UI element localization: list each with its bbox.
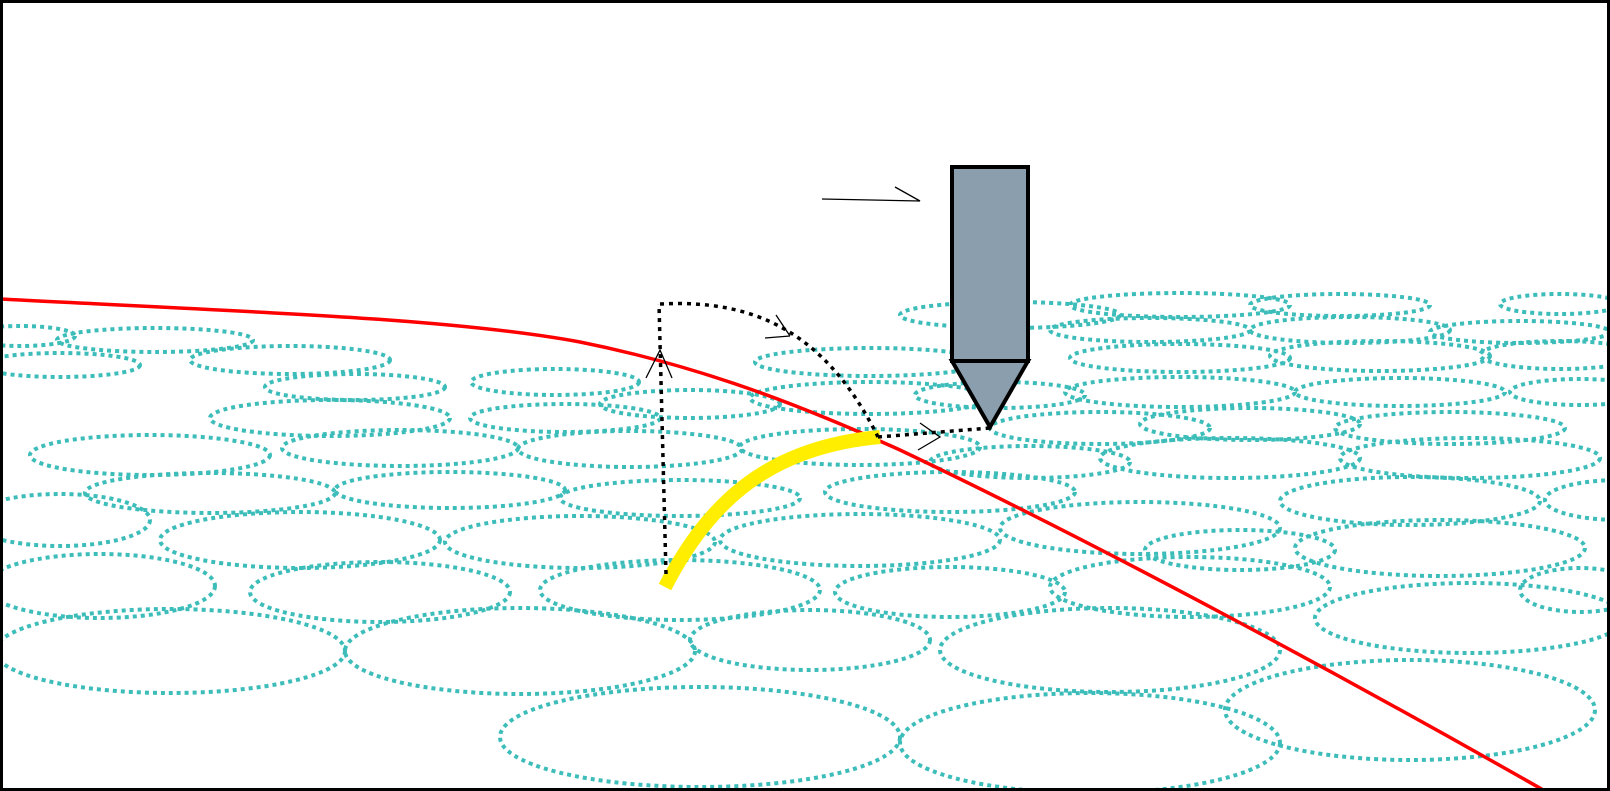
arc-arrowhead xyxy=(764,314,791,339)
cell-outline xyxy=(1543,478,1610,522)
cell-outline xyxy=(158,510,442,570)
cell-outline xyxy=(263,372,447,402)
needle-trajectory xyxy=(658,430,881,591)
cell-outline xyxy=(1223,658,1597,762)
horizontal-arrowhead xyxy=(917,422,942,451)
cell-outline xyxy=(718,512,1002,568)
surface-curve xyxy=(0,297,1546,791)
cell-outline xyxy=(833,565,1067,619)
cell-outline xyxy=(1138,406,1362,442)
cell-outline xyxy=(468,402,662,434)
cell-outline xyxy=(598,388,782,420)
cell-outline xyxy=(516,429,744,469)
cell-outline xyxy=(1498,292,1610,316)
cell-outline xyxy=(1248,315,1452,345)
cell-outline xyxy=(938,606,1282,694)
cell-outline xyxy=(1268,339,1492,373)
arc-guide-line xyxy=(659,301,880,438)
cell-outline xyxy=(208,398,452,438)
cell-outline xyxy=(738,427,982,467)
cell-outline xyxy=(343,606,697,696)
thin-marks xyxy=(645,186,942,451)
cell-outline xyxy=(1098,436,1362,480)
cell-outline xyxy=(898,691,1282,791)
cell-outline xyxy=(0,552,217,620)
cell-outline xyxy=(280,428,520,468)
cell-outline xyxy=(1293,518,1587,578)
cell-outline xyxy=(913,380,1087,410)
cell-outline xyxy=(1063,375,1297,409)
cell-outline xyxy=(443,514,717,570)
cell-outline xyxy=(333,470,567,510)
cell-outline xyxy=(469,367,641,397)
cell-outline xyxy=(0,607,347,695)
cell-outline xyxy=(28,433,272,477)
cell-outline xyxy=(1293,376,1507,408)
cell-outline xyxy=(1048,316,1252,344)
cell-outline xyxy=(1333,410,1567,446)
cell-outline xyxy=(498,685,902,789)
cell-layer xyxy=(0,291,1610,791)
cell-outline xyxy=(1518,566,1610,614)
cell-outline xyxy=(1248,292,1432,318)
cell-outline xyxy=(688,608,932,672)
cell-outline xyxy=(1508,377,1610,407)
cell-outline xyxy=(0,492,152,548)
needle-shaft xyxy=(950,165,1030,363)
cell-outline xyxy=(823,470,1077,514)
cell-outline xyxy=(1338,436,1602,480)
cell-outline xyxy=(1313,581,1610,655)
cell-outline xyxy=(1068,291,1292,319)
cell-outline xyxy=(998,500,1282,556)
vertical-arrowhead xyxy=(645,348,673,379)
cell-outline xyxy=(1068,342,1292,374)
pointer-line xyxy=(821,186,921,202)
cell-outline xyxy=(55,326,255,354)
cell-outline xyxy=(1278,475,1542,527)
needle xyxy=(948,165,1032,432)
cell-outline xyxy=(83,471,337,515)
cell-outline xyxy=(928,444,1132,480)
cell-outline xyxy=(0,351,142,379)
cell-outline xyxy=(1048,555,1332,619)
cell-outline xyxy=(748,380,992,416)
cell-outline xyxy=(248,560,512,624)
cell-outline xyxy=(1143,528,1337,572)
cell-outline xyxy=(988,410,1212,446)
cell-outline xyxy=(188,344,392,376)
cell-outline xyxy=(1478,339,1610,371)
cell-outline xyxy=(0,324,77,348)
cell-outline xyxy=(558,478,802,518)
vertical-guide-line xyxy=(657,303,668,575)
needle-tip xyxy=(948,359,1032,432)
